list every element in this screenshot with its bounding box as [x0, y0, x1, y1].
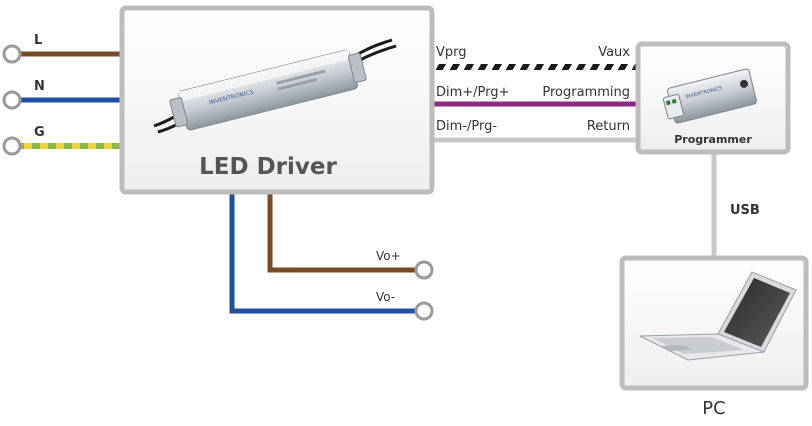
label-vprg: Vprg: [436, 45, 467, 60]
programmer-label: Programmer: [674, 133, 752, 146]
terminal-ground: [2, 136, 22, 156]
label-vaux: Vaux: [598, 45, 630, 60]
label-G: G: [34, 125, 45, 140]
driver-title: LED Driver: [199, 154, 337, 180]
label-dim-plus: Dim+/Prg+: [436, 85, 509, 100]
terminal-live: [2, 44, 22, 64]
laptop-icon: [639, 271, 797, 361]
terminal-neutral: [2, 90, 22, 110]
label-programming: Programming: [542, 85, 630, 100]
label-vo-plus: Vo+: [376, 249, 401, 263]
vprg-vaux-line: [432, 64, 638, 70]
label-N: N: [34, 79, 45, 94]
terminal-vo-minus: [414, 301, 434, 321]
programmer-device: INVENTRONICS: [662, 68, 757, 124]
label-vo-minus: Vo-: [376, 290, 395, 304]
driver-housing: INVENTRONICS: [169, 49, 367, 131]
terminal-vo-plus: [414, 260, 434, 280]
ground-wire: [14, 143, 124, 149]
label-dim-minus: Dim-/Prg-: [436, 119, 497, 134]
programmer-box: INVENTRONICS Programmer: [635, 41, 791, 155]
label-usb: USB: [730, 203, 760, 218]
pc-label: PC: [702, 398, 725, 419]
label-L: L: [34, 33, 42, 48]
output-minus-wire: [229, 190, 418, 314]
led-driver-box: INVENTRONICS LED Driver: [119, 5, 435, 195]
pc-box: [619, 255, 809, 391]
output-plus-wire: [267, 190, 418, 273]
label-return: Return: [587, 119, 630, 134]
